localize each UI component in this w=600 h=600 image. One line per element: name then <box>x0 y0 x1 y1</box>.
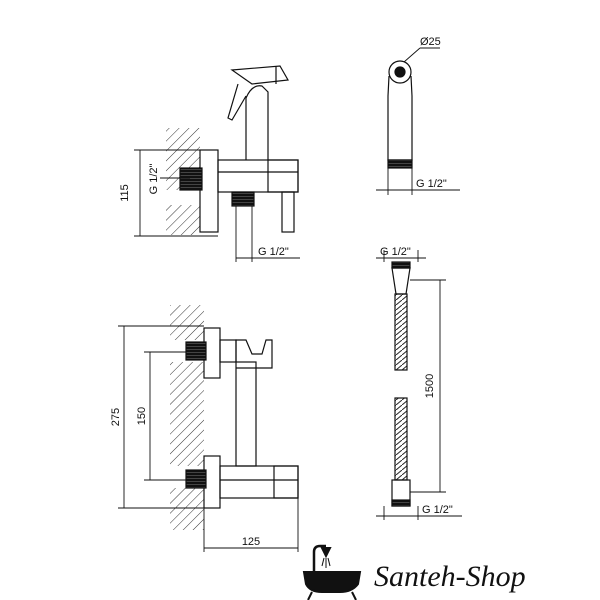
brand-name: Santeh-Shop <box>374 560 526 593</box>
handshower-holder <box>235 339 273 369</box>
handshower-nozzle-dot <box>394 66 406 78</box>
wall-flange-top <box>199 149 219 233</box>
handshower-head-side <box>230 65 289 85</box>
hose-thread-bottom-label: G 1/2" <box>422 504 453 516</box>
inlet-thread-side <box>179 167 203 191</box>
bottom-front-view <box>118 305 299 552</box>
handshower-thread <box>387 159 413 169</box>
total-height-275-label: 275 <box>110 408 122 426</box>
hose-view <box>376 250 462 520</box>
vertical-pipe <box>235 361 257 467</box>
handshower-front-view <box>376 47 460 195</box>
thread-side-label: G 1/2" <box>148 164 160 195</box>
handshower-lever <box>227 83 247 121</box>
hose-thread-top-label: G 1/2" <box>380 246 411 258</box>
diameter-label: Ø25 <box>420 36 441 48</box>
top-side-view <box>134 65 300 262</box>
bathtub-logo-icon <box>302 544 362 600</box>
width-125-label: 125 <box>242 536 260 548</box>
hose-length-label: 1500 <box>424 374 436 398</box>
handshower-body-front <box>387 75 413 161</box>
handshower-body-side <box>245 85 269 160</box>
outlet-thread-bottom <box>231 191 255 207</box>
upper-thread <box>185 341 207 361</box>
thread-bottom-label: G 1/2" <box>258 246 289 258</box>
valve-body-top <box>217 159 299 193</box>
spacing-150-label: 150 <box>136 407 148 425</box>
lower-thread <box>185 469 207 489</box>
valve-body-bottom <box>219 465 299 499</box>
hose-lower-segment <box>394 397 408 481</box>
height-115-label: 115 <box>119 184 131 202</box>
hose-upper-segment <box>394 293 408 371</box>
hose-top-cone <box>391 267 411 295</box>
wall-hatch-bottom <box>170 305 204 530</box>
handshower-nozzle-circle <box>388 60 412 84</box>
handshower-thread-label: G 1/2" <box>416 178 447 190</box>
